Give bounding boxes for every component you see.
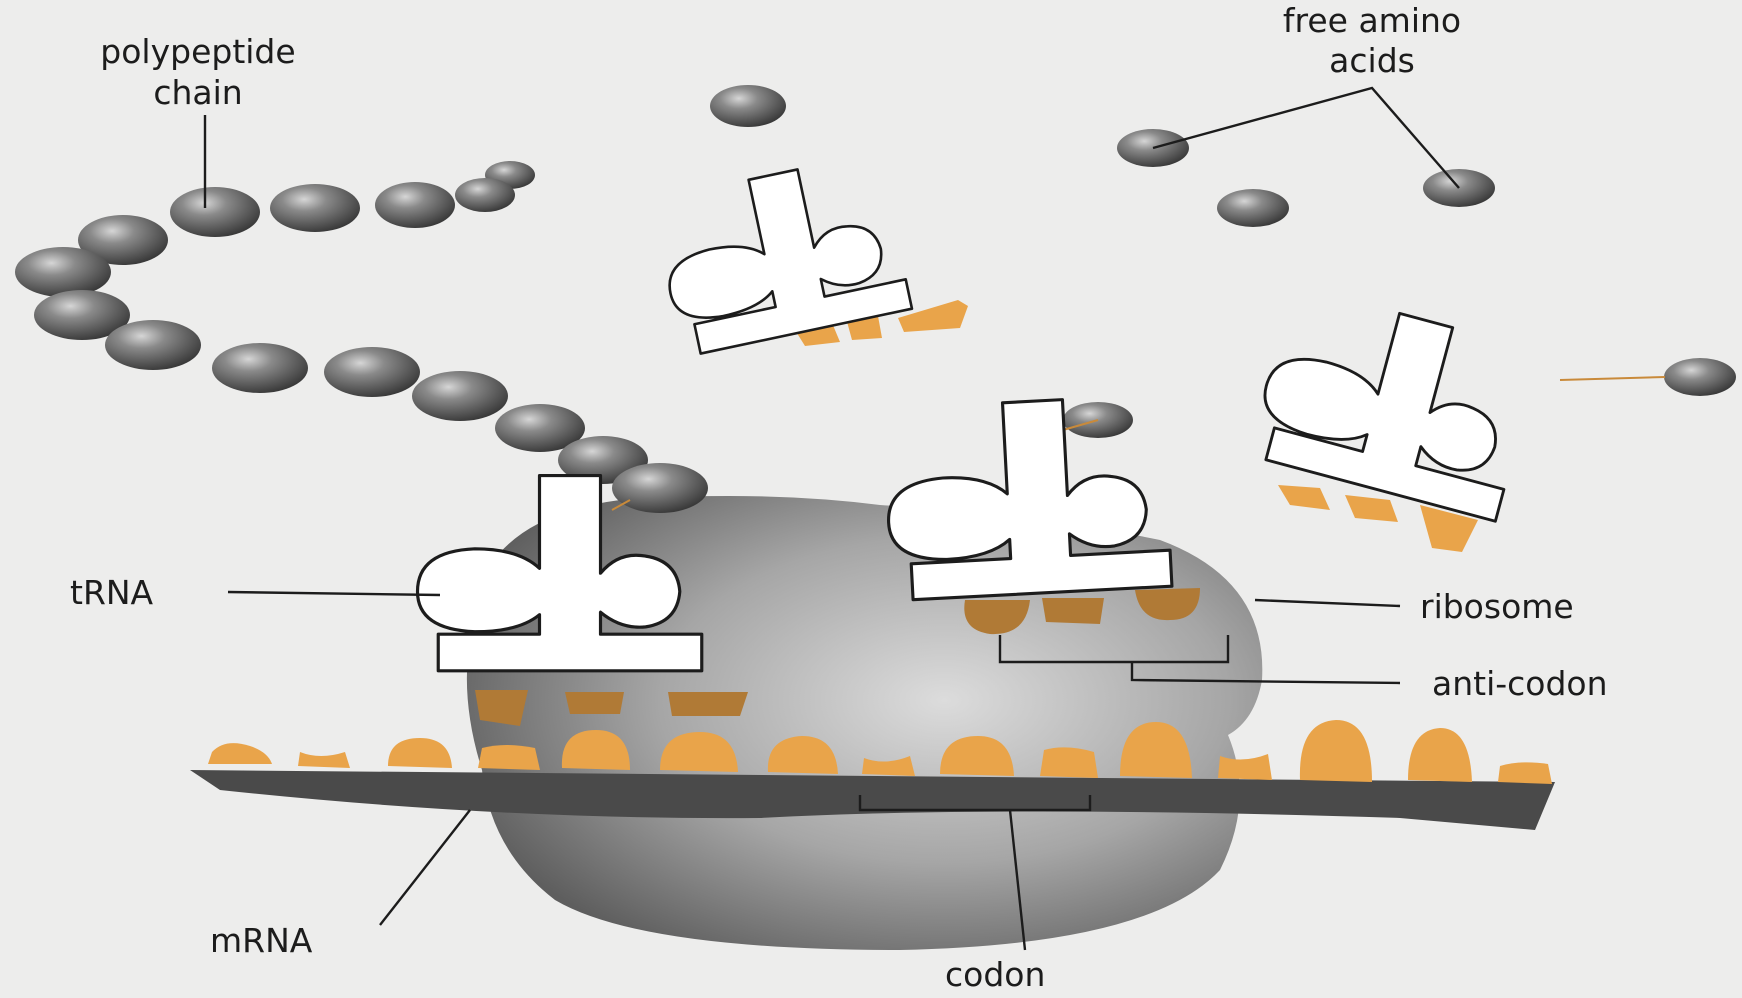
amino-acid-bead (324, 347, 420, 397)
label-free-amino-line1: free amino (1283, 1, 1461, 40)
free-amino-acid (1217, 189, 1289, 227)
amino-acid-bead (455, 178, 515, 212)
label-anticodon: anti-codon (1432, 664, 1608, 703)
label-free-amino-line2: acids (1329, 41, 1415, 80)
amino-acid-bead (170, 187, 260, 237)
label-codon: codon (945, 955, 1045, 994)
mrna-base (478, 745, 540, 770)
amino-acid-bead (15, 247, 111, 297)
label-polypeptide-line2: chain (153, 73, 242, 112)
amino-acid-bead (105, 320, 201, 370)
mrna-base (1040, 747, 1098, 778)
free-amino-acid (1664, 358, 1736, 396)
amino-acid-bead (375, 182, 455, 228)
mrna-base (1498, 762, 1552, 784)
amino-acid-bead (270, 184, 360, 232)
amino-acid-bead (412, 371, 508, 421)
label-trna: tRNA (70, 573, 154, 612)
label-polypeptide-line1: polypeptide (100, 32, 295, 71)
label-ribosome: ribosome (1420, 587, 1574, 626)
label-mrna: mRNA (210, 921, 313, 960)
amino-acid-bead (612, 463, 708, 513)
free-amino-acid (710, 85, 786, 127)
amino-acid-bead (212, 343, 308, 393)
